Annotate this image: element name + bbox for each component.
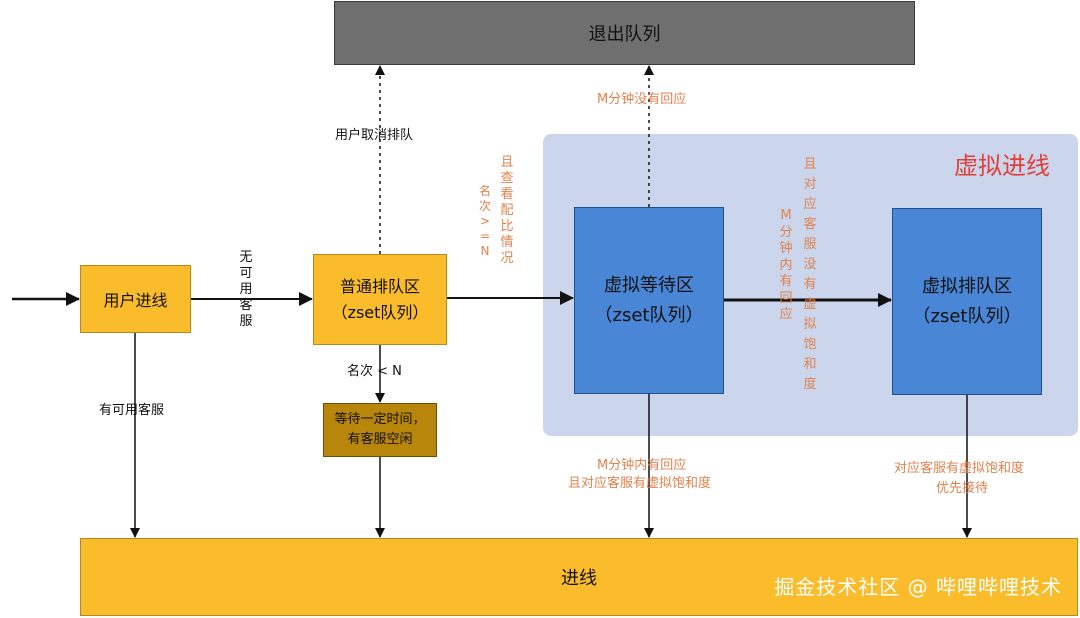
m-respond-label-1: M分钟内有回应 xyxy=(597,458,687,473)
virtual-queue-box: 虚拟排队区 （zset队列） xyxy=(892,208,1042,395)
exit-queue-box: 退出队列 xyxy=(334,1,915,65)
user-cancel-label: 用户取消排队 xyxy=(335,128,414,143)
user-online-box: 用户进线 xyxy=(80,265,191,333)
wait-box: 等待一定时间， 有客服空闲 xyxy=(323,403,437,457)
m-min-respond-label: M 分 钟 内 有 回 应 xyxy=(779,208,793,322)
priority-label-1: 对应客服有虚拟饱和度 xyxy=(894,461,1025,476)
m-respond-label-2: 且对应客服有虚拟饱和度 xyxy=(568,476,712,491)
m-no-response-label: M分钟没有回应 xyxy=(597,92,687,107)
virtual-wait-box: 虚拟等待区 （zset队列） xyxy=(574,207,724,394)
priority-label-2: 优先接待 xyxy=(936,481,989,496)
region-title: 虚拟进线 xyxy=(954,152,1050,180)
normal-queue-box: 普通排队区 （zset队列） xyxy=(313,254,447,345)
has-service-label: 有可用客服 xyxy=(99,403,165,418)
check-ratio-label: 且 查 看 配 比 情 况 xyxy=(500,155,514,266)
no-service-label: 无 可 用 客 服 xyxy=(239,250,253,329)
online-box: 进线 xyxy=(80,538,1078,616)
and-saturation-label: 且 对 应 客 服 没 有 虚 拟 饱 和 度 xyxy=(803,157,817,392)
rank-lt-n-label: 名次 < N xyxy=(347,364,402,379)
rank-ge-n-label: 名 次 > = N xyxy=(478,184,491,258)
watermark: 掘金技术社区 @ 哔哩哔哩技术 xyxy=(774,575,1062,599)
